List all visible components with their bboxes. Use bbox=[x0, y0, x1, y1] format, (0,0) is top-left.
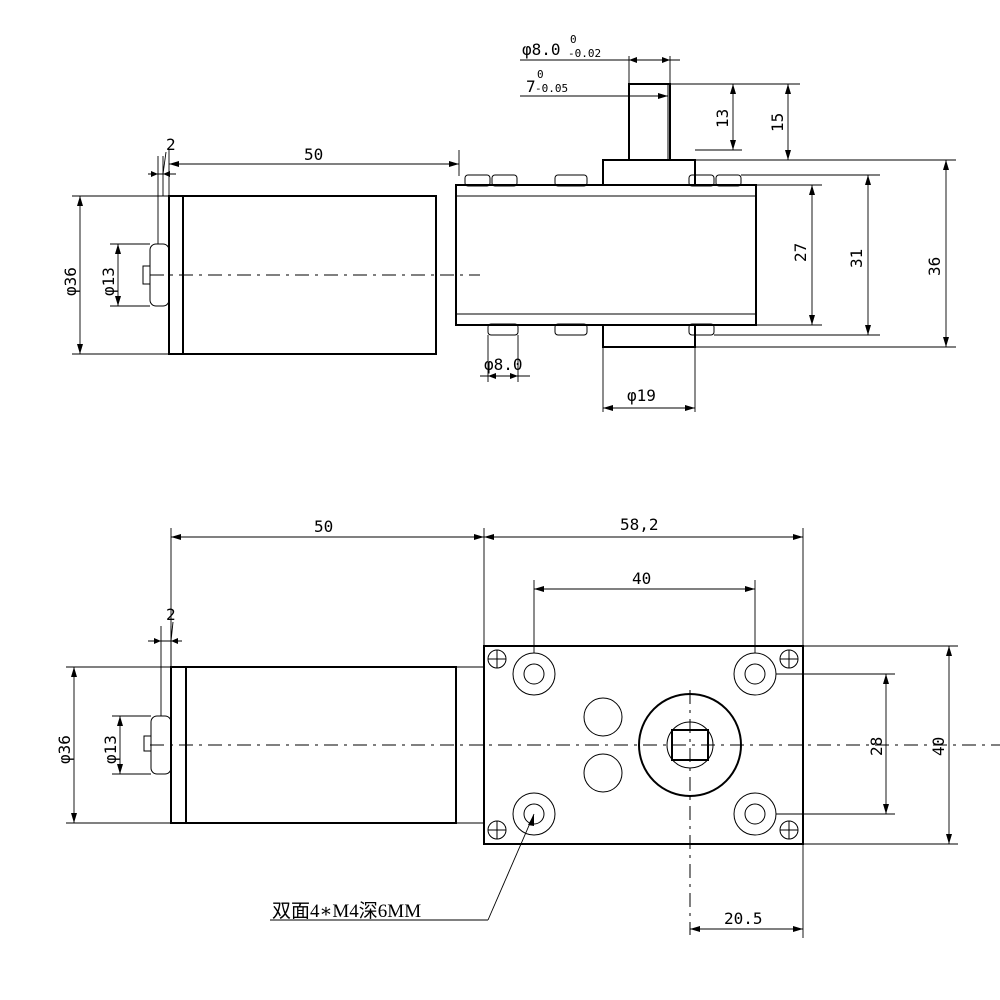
front-dim-40-v: 40 bbox=[929, 737, 948, 756]
top-shaft-diameter: φ8.0 bbox=[522, 40, 561, 59]
front-dim-58-2: 58,2 bbox=[620, 515, 659, 534]
top-view: 50 2 φ36 φ13 φ8.0 φ1 bbox=[61, 33, 956, 412]
top-flat-size-tol-upper: 0 bbox=[537, 68, 544, 81]
corner-screw-bl bbox=[487, 820, 507, 840]
output-shaft-d-profile bbox=[671, 729, 709, 761]
top-dim-50: 50 bbox=[304, 145, 323, 164]
front-dim-2: 2 bbox=[166, 605, 176, 624]
gear-circle-upper bbox=[583, 697, 623, 737]
top-output-shaft bbox=[628, 83, 671, 161]
top-dim-13: 13 bbox=[713, 109, 732, 128]
top-dim-15: 15 bbox=[768, 113, 787, 132]
front-dim-50: 50 bbox=[314, 517, 333, 536]
front-dia-13: φ13 bbox=[101, 735, 120, 764]
top-dia-8: φ8.0 bbox=[484, 355, 523, 374]
front-hole-note: 双面4∗M4深6MM bbox=[272, 900, 421, 922]
gear-circle-lower bbox=[583, 753, 623, 793]
top-flat-size-tol-lower: -0.05 bbox=[535, 82, 568, 95]
top-dia-36: φ36 bbox=[61, 267, 80, 296]
top-flat-size: 7 bbox=[526, 77, 536, 96]
top-dim-27: 27 bbox=[791, 243, 810, 262]
front-dim-28: 28 bbox=[867, 737, 886, 756]
top-dia-19: φ19 bbox=[627, 386, 656, 405]
front-gearbox-plate bbox=[483, 645, 804, 845]
top-dim-31: 31 bbox=[847, 249, 866, 268]
top-dim-2: 2 bbox=[166, 135, 176, 154]
top-output-boss-bottom bbox=[602, 324, 696, 348]
m4-hole-tr bbox=[733, 652, 777, 696]
top-shaft-diameter-tol-lower: -0.02 bbox=[568, 47, 601, 60]
front-dim-40-h: 40 bbox=[632, 569, 651, 588]
top-dia-13: φ13 bbox=[99, 267, 118, 296]
top-shaft-diameter-tol-upper: 0 bbox=[570, 33, 577, 46]
m4-hole-tl bbox=[512, 652, 556, 696]
front-dia-36: φ36 bbox=[55, 735, 74, 764]
top-gearbox bbox=[455, 184, 757, 326]
top-output-boss bbox=[602, 159, 696, 186]
front-dim-20-5: 20.5 bbox=[724, 909, 763, 928]
front-view: 50 58,2 40 2 φ36 φ13 bbox=[55, 515, 1000, 938]
corner-screw-br bbox=[779, 820, 799, 840]
corner-screw-tr bbox=[779, 649, 799, 669]
corner-screw-tl bbox=[487, 649, 507, 669]
top-dim-36: 36 bbox=[925, 257, 944, 276]
m4-hole-br bbox=[733, 792, 777, 836]
